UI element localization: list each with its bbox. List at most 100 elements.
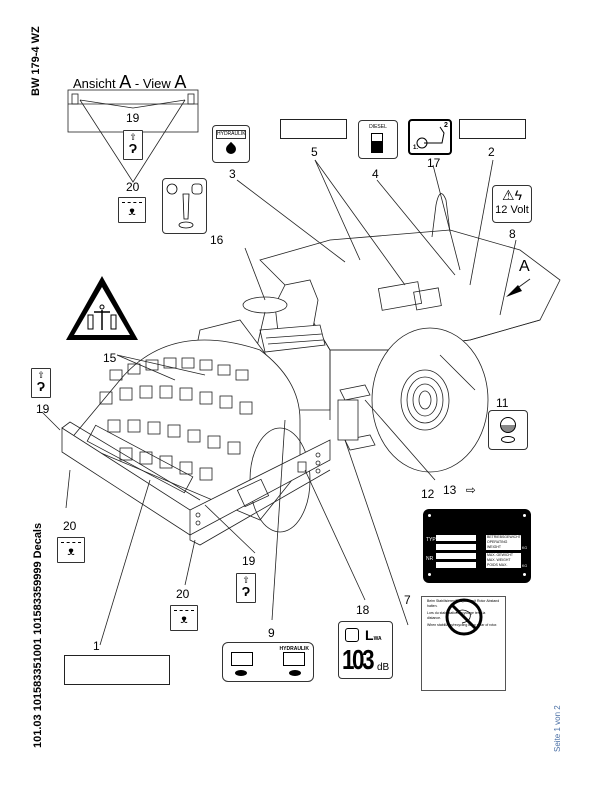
- kg-label-2: KG: [522, 564, 528, 568]
- hydraulik-label: HYDRAULIK: [279, 646, 309, 652]
- callout-8: 8: [509, 227, 516, 241]
- view-title-letter: A: [174, 72, 187, 92]
- joystick-icon: [166, 183, 203, 229]
- callout-20-left: 20: [63, 519, 77, 533]
- hydraulik-label: HYDRAULIK: [216, 130, 246, 139]
- max-weight-fr: POIDS MAX.: [487, 563, 508, 567]
- decal-1-blank: [64, 655, 170, 685]
- decal-19-lift-hook-left: ⇧Ɂ: [31, 368, 51, 398]
- view-a-arrow: [506, 278, 531, 297]
- callout-17: 17: [427, 156, 441, 170]
- level-gauge-icon: [289, 670, 301, 676]
- callout-1: 1: [93, 639, 100, 653]
- lever-icon: [416, 126, 445, 149]
- view-title-letter: A: [119, 72, 132, 92]
- fuel-pump-icon: [371, 133, 383, 153]
- operating-weight-de: BETRIEBSGEWICHT: [487, 535, 521, 539]
- oil-drop-icon: [223, 141, 239, 157]
- decal-19-lift-hook-front: ⇧Ɂ: [236, 573, 256, 603]
- sound-symbol: LWA: [365, 627, 382, 643]
- warning-electric-icon: ⚠ϟ: [502, 187, 522, 203]
- sound-symbol-l: L: [365, 627, 374, 643]
- nr-field-2: [436, 562, 476, 568]
- decal-16-joystick: [162, 178, 207, 234]
- callout-20-front: 20: [176, 587, 190, 601]
- callout-18: 18: [356, 603, 370, 617]
- operating-weight-en: OPERATING WEIGHT: [487, 540, 508, 549]
- decal-18-sound-power: LWA 103 dB: [338, 621, 393, 679]
- view-title-prefix: Ansicht: [73, 76, 120, 91]
- decal-8-12-volt: ⚠ϟ 12 Volt: [492, 185, 532, 223]
- decal-17-step: 1. 2: [408, 119, 452, 155]
- callout-19-left: 19: [36, 402, 50, 416]
- callout-19-view: 19: [126, 111, 140, 125]
- prohibition-icon: [445, 598, 483, 636]
- callout-19-front: 19: [242, 554, 256, 568]
- callout-11: 11: [496, 396, 509, 410]
- type-field-2: [436, 544, 476, 550]
- decal-19-lift-hook-view: ⇧Ɂ: [123, 130, 143, 160]
- lift-hook-icon: ⇧Ɂ: [128, 132, 138, 156]
- tie-down-icon: ᴥ: [122, 202, 142, 219]
- rivet: [428, 573, 431, 576]
- max-weight-de: MAX. GEWICHT: [487, 553, 514, 557]
- drum-frame: [61, 421, 331, 546]
- front-drum: [69, 339, 311, 533]
- nr-label: NR: [426, 556, 434, 562]
- rivet: [523, 573, 526, 576]
- kg-label-1: KG: [522, 546, 528, 550]
- arrow-right-icon: ⇨: [465, 483, 476, 497]
- callout-20-view: 20: [126, 180, 140, 194]
- sound-symbol-sub: WA: [373, 636, 382, 642]
- callout-13: 13 ⇨: [443, 484, 476, 496]
- callout-3: 3: [229, 167, 236, 181]
- callout-13-number: 13: [443, 483, 457, 497]
- decal-7-keep-clear-warning: Beim Stabilisieren/Recyclen mit Rotor Ab…: [421, 596, 506, 691]
- rivet: [523, 514, 526, 517]
- max-weight-box: MAX. GEWICHT MAX. WEIGHT POIDS MAX.: [486, 553, 521, 568]
- decal-3-hydraulic-oil: HYDRAULIK: [212, 125, 250, 163]
- operating-weight-fr: POIDS EN SERVICE: [487, 550, 521, 554]
- steps: [337, 384, 376, 451]
- tie-down-icon: ᴥ: [174, 610, 194, 627]
- gauge-icon: [500, 417, 516, 433]
- callout-15: 15: [103, 351, 117, 365]
- volt-label: 12 Volt: [495, 204, 529, 216]
- callout-9: 9: [268, 626, 275, 640]
- view-a-frame: [67, 89, 199, 183]
- decal-20-tie-down-left: ᴥ: [57, 537, 85, 563]
- leader-lines: [41, 159, 517, 646]
- type-field: [436, 535, 476, 541]
- type-plate: TYPE NR BETRIEBSGEWICHT OPERATING WEIGHT…: [423, 509, 531, 583]
- sound-unit: dB: [377, 662, 390, 673]
- callout-4: 4: [372, 167, 379, 181]
- diesel-label: DIESEL: [369, 124, 387, 130]
- view-a-title: Ansicht A - View A: [73, 72, 186, 93]
- level-gauge-icon: [235, 670, 247, 676]
- max-weight-en: MAX. WEIGHT: [487, 558, 511, 562]
- lift-hook-icon: ⇧Ɂ: [241, 575, 251, 599]
- type-label: TYPE: [426, 537, 440, 543]
- callout-7: 7: [404, 593, 411, 607]
- fuel-tank-icon: [231, 652, 253, 666]
- callout-16: 16: [210, 233, 224, 247]
- decal-20-tie-down-front: ᴥ: [170, 605, 198, 631]
- operating-weight-box: BETRIEBSGEWICHT OPERATING WEIGHT POIDS E…: [486, 535, 521, 554]
- decal-5-blank: [280, 119, 347, 139]
- nr-field: [436, 553, 476, 559]
- sound-value: 103: [342, 644, 375, 675]
- callout-2: 2: [488, 145, 495, 159]
- cap-icon: [501, 436, 515, 443]
- decal-2-blank: [459, 119, 526, 139]
- step-number-2: 2: [444, 122, 448, 129]
- lift-hook-icon: ⇧Ɂ: [36, 370, 46, 394]
- decal-9-tank-levels: HYDRAULIK: [222, 642, 314, 682]
- hydraulic-tank-icon: [283, 652, 305, 666]
- step-number-1: 1.: [413, 145, 419, 151]
- rear-wheel: [371, 327, 489, 473]
- callout-5: 5: [311, 145, 318, 159]
- rivet: [428, 514, 431, 517]
- warning-text-en: When stabilizing/recycling keep clear of…: [427, 623, 498, 627]
- view-arrow-label: A: [519, 258, 530, 275]
